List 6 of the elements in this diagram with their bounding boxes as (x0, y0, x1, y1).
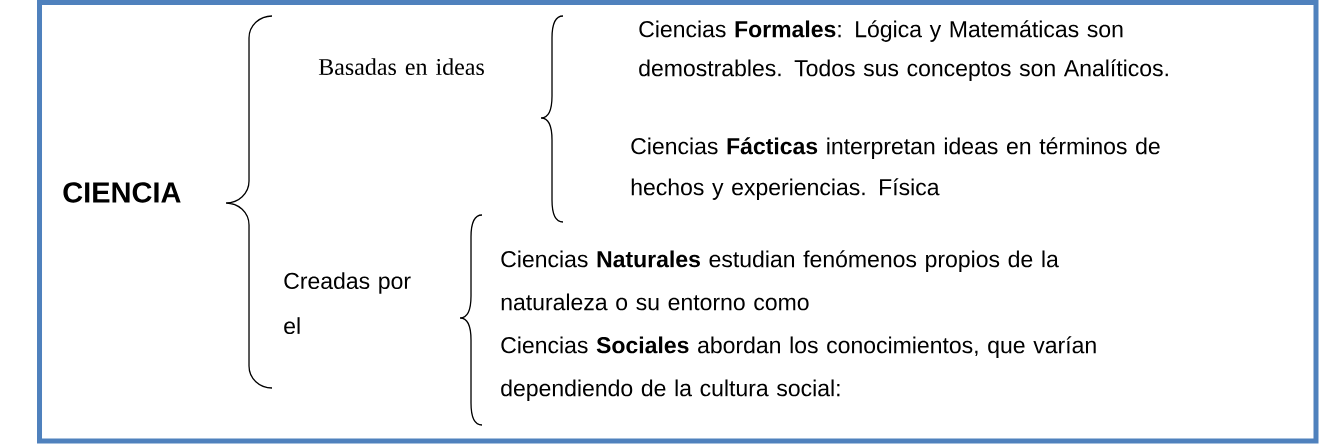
label-text: Basadas en ideas (318, 58, 484, 76)
label-text: Creadas por el (284, 272, 411, 335)
label-text: Ciencias Formales: Lógica y Matemáticas son demostrables. Todos sus conceptos son Analíticos. (639, 20, 1168, 81)
label-text: CIENCIA (63, 182, 181, 203)
label-text: Ciencias Sociales abordan los conocimientos, que varían dependiendo de la cultura social: (501, 336, 1096, 401)
label-text: Ciencias Fácticas interpretan ideas en términos de hechos y experiencias. Física (631, 137, 1160, 200)
